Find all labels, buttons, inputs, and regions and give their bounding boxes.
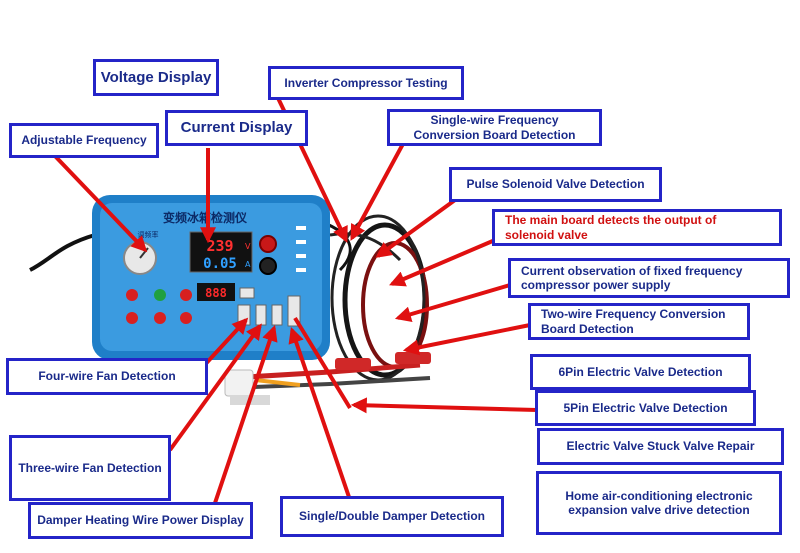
voltage-reading: 239 <box>206 237 233 255</box>
label-pulse-solenoid: Pulse Solenoid Valve Detection <box>449 167 662 202</box>
arrow-adjustable-frequency <box>53 154 148 253</box>
control-button-red[interactable] <box>154 312 166 324</box>
arrow-damper-heating <box>213 324 278 504</box>
control-button-red[interactable] <box>180 289 192 301</box>
red-terminal[interactable] <box>259 235 277 253</box>
arrow-single-wire-board <box>350 141 406 241</box>
arrow-three-wire-fan <box>168 323 262 452</box>
control-button-red[interactable] <box>180 312 192 324</box>
control-button-green[interactable] <box>154 289 166 301</box>
voltage-unit: V <box>245 242 251 251</box>
arrow-stuck-valve-line <box>293 316 352 410</box>
label-voltage-display: Voltage Display <box>93 59 219 96</box>
arrow-pulse-solenoid <box>375 198 457 258</box>
frequency-reading: 888 <box>205 286 227 300</box>
label-four-wire-fan: Four-wire Fan Detection <box>6 358 208 395</box>
arrow-two-wire-board <box>402 323 531 356</box>
indicator-led <box>296 240 306 244</box>
tester-device: 变频冰箱检测仪 调频率 239 V 0.05 A 888 <box>92 195 330 360</box>
device-title: 变频冰箱检测仪 <box>163 210 248 225</box>
label-current-display: Current Display <box>165 110 308 146</box>
three-wire-fan-port[interactable] <box>255 304 267 326</box>
label-stuck-valve: Electric Valve Stuck Valve Repair <box>537 428 784 465</box>
arrow-five-pin <box>350 397 538 414</box>
label-inverter-compressor: Inverter Compressor Testing <box>268 66 464 100</box>
usb-port[interactable] <box>239 287 255 299</box>
current-reading: 0.05 <box>203 256 237 272</box>
arrow-main-board <box>389 238 496 287</box>
indicator-led <box>296 226 306 230</box>
damper-port[interactable] <box>271 304 283 326</box>
arrow-current-observation <box>394 283 511 323</box>
label-adjustable-frequency: Adjustable Frequency <box>9 123 159 158</box>
control-button-red[interactable] <box>126 289 138 301</box>
frequency-display <box>197 283 235 301</box>
black-terminal[interactable] <box>259 257 277 275</box>
indicator-led <box>296 268 306 272</box>
control-button-red[interactable] <box>126 312 138 324</box>
label-damper-heating: Damper Heating Wire Power Display <box>28 502 253 539</box>
knob-label: 调频率 <box>138 230 159 239</box>
current-unit: A <box>245 260 251 269</box>
arrow-single-double-damper <box>288 326 352 501</box>
label-five-pin: 5Pin Electric Valve Detection <box>535 390 756 426</box>
label-three-wire-fan: Three-wire Fan Detection <box>9 435 171 501</box>
indicator-led <box>296 254 306 258</box>
label-six-pin: 6Pin Electric Valve Detection <box>530 354 751 390</box>
label-single-double-damper: Single/Double Damper Detection <box>280 496 504 537</box>
